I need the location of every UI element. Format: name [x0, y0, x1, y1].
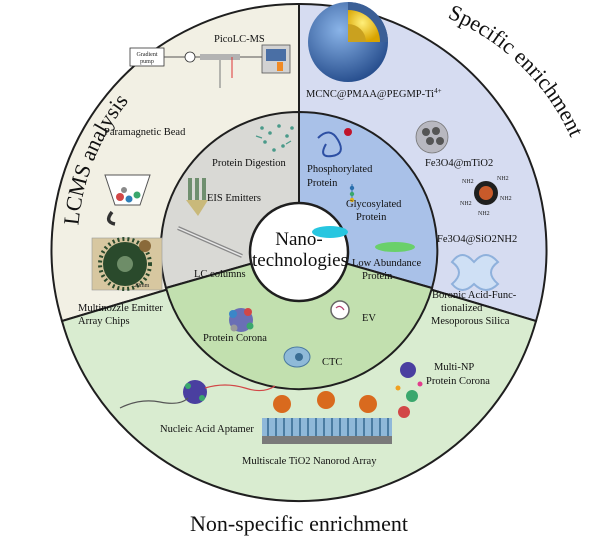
- boronic-line3: Mesoporous Silica: [431, 316, 510, 327]
- nucleic-acid-aptamer-illustration: [119, 380, 276, 409]
- ev-label: EV: [362, 313, 376, 324]
- mcnc-sphere-illustration: [308, 2, 388, 82]
- picolc-setup-illustration: Gradient pump: [129, 44, 291, 88]
- multinozzle-line1: Multinozzle Emitter: [78, 303, 163, 314]
- fe3o4-sio2nh2-label: Fe3O4@SiO2NH2: [437, 234, 517, 245]
- lc-columns-illustration: [177, 226, 243, 258]
- paramagnetic-label: Paramagnetic Bead: [104, 127, 186, 138]
- protein-corona-illustration: [229, 308, 254, 332]
- protein-digestion-illustration: [255, 124, 294, 152]
- glyco-line2: Protein: [356, 212, 387, 223]
- phospho-line2: Protein: [307, 178, 338, 189]
- multinozzle-line2: Array Chips: [78, 316, 130, 327]
- nh2-label-1: NH2: [462, 179, 474, 185]
- boronic-line2: tionalized: [441, 303, 483, 314]
- scale-label: 20mm: [134, 283, 150, 289]
- low-abundance-line1: Low Abundance: [352, 258, 421, 269]
- eis-emitters-label: EIS Emitters: [207, 193, 261, 204]
- multinozzle-chip-illustration: 20mm: [91, 237, 163, 291]
- multi-np-corona-illustration: [395, 362, 423, 418]
- nanorod-label: Multiscale TiO2 Nanorod Array: [242, 456, 377, 467]
- glyco-line1: Glycosylated: [346, 199, 402, 210]
- ev-illustration: [330, 300, 350, 320]
- nanorod-array-illustration: [262, 391, 392, 444]
- ctc-illustration: [283, 346, 311, 368]
- mcnc-label: MCNC@PMAA@PEGMP-Ti4+: [306, 87, 442, 100]
- nh2-label-2: NH2: [497, 176, 509, 182]
- lc-columns-label: LC columns: [194, 269, 246, 280]
- nh2-label-5: NH2: [478, 211, 490, 217]
- phosphorylated-protein-illustration: [317, 128, 352, 158]
- low-abundance-protein-shape-2: [375, 242, 415, 252]
- ctc-label: CTC: [322, 357, 342, 368]
- low-abundance-line2: Protein: [362, 271, 393, 282]
- protein-digestion-label: Protein Digestion: [212, 158, 287, 169]
- center-line2: technologies: [252, 250, 348, 271]
- boronic-silica-illustration: [450, 254, 500, 291]
- fe3o4-mtio2-label: Fe3O4@mTiO2: [425, 158, 493, 169]
- boronic-line1: Boronic Acid-Func-: [432, 290, 517, 301]
- nh2-label-4: NH2: [460, 201, 472, 207]
- nh2-label-3: NH2: [500, 196, 512, 202]
- multi-np-line2: Protein Corona: [426, 376, 490, 387]
- fe3o4-sio2nh2-illustration: NH2 NH2 NH2 NH2 NH2: [460, 176, 512, 217]
- gradient-pump-line2: pump: [140, 59, 154, 65]
- protein-corona-label: Protein Corona: [203, 333, 267, 344]
- center-line1: Nano-: [275, 229, 322, 250]
- nonspecific-title: Non-specific enrichment: [190, 511, 408, 536]
- eis-emitters-illustration: [186, 178, 208, 216]
- nucleic-acid-label: Nucleic Acid Aptamer: [160, 424, 254, 435]
- gradient-pump-line1: Gradient: [137, 52, 158, 58]
- glycosylated-protein-illustration: [349, 184, 355, 203]
- nonspecific-inner-sector: [164, 248, 434, 391]
- paramagnetic-bead-illustration: [104, 174, 151, 226]
- phospho-line1: Phosphorylated: [307, 164, 373, 175]
- fe3o4-mtio2-illustration: [415, 120, 449, 154]
- picolc-label: PicoLC-MS: [214, 34, 265, 45]
- low-abundance-protein-shape: [312, 226, 348, 238]
- multi-np-line1: Multi-NP: [434, 362, 474, 373]
